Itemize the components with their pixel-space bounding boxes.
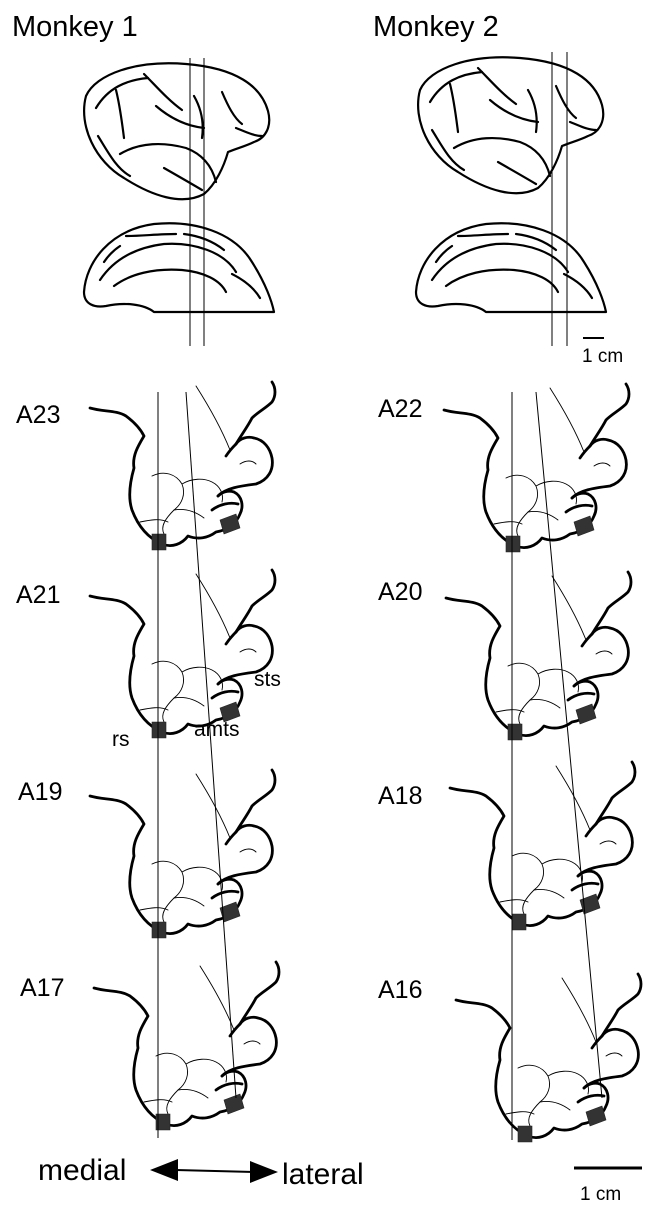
section-label-a16: A16: [378, 976, 422, 1004]
monkey-2-title: Monkey 2: [373, 11, 499, 43]
lateral-label: lateral: [282, 1158, 364, 1191]
section-label-a21: A21: [16, 581, 60, 609]
section-label-a22: A22: [378, 395, 422, 423]
sts-label: sts: [254, 668, 281, 691]
medial-label: medial: [38, 1154, 126, 1187]
monkey-1-section-a17: [94, 962, 279, 1130]
section-label-a17: A17: [20, 974, 64, 1002]
top-scale-label: 1 cm: [582, 346, 623, 367]
section-label-a20: A20: [378, 578, 422, 606]
monkey-2-section-a20: [446, 572, 631, 740]
monkey-2-medial-brain: [416, 223, 606, 312]
amts-label: amts: [194, 718, 240, 741]
monkey-2-section-a18: [450, 762, 635, 930]
monkey-1-lateral-brain: [84, 63, 269, 199]
bottom-scale-label: 1 cm: [580, 1184, 621, 1205]
rs-label: rs: [112, 728, 130, 751]
monkey-1-section-a21: [90, 570, 275, 738]
monkey-1-section-a23: [90, 382, 275, 550]
monkey-1-medial-brain: [84, 223, 274, 312]
section-label-a19: A19: [18, 778, 62, 806]
monkey-1-title: Monkey 1: [12, 11, 138, 43]
monkey-2-section-a16: [456, 974, 641, 1142]
section-label-a23: A23: [16, 401, 60, 429]
medial-lateral-arrow: [150, 1159, 278, 1183]
monkey-2-lateral-brain: [418, 57, 603, 193]
monkey-1-section-a19: [90, 770, 275, 938]
monkey-2-section-a22: [444, 384, 629, 552]
section-label-a18: A18: [378, 782, 422, 810]
